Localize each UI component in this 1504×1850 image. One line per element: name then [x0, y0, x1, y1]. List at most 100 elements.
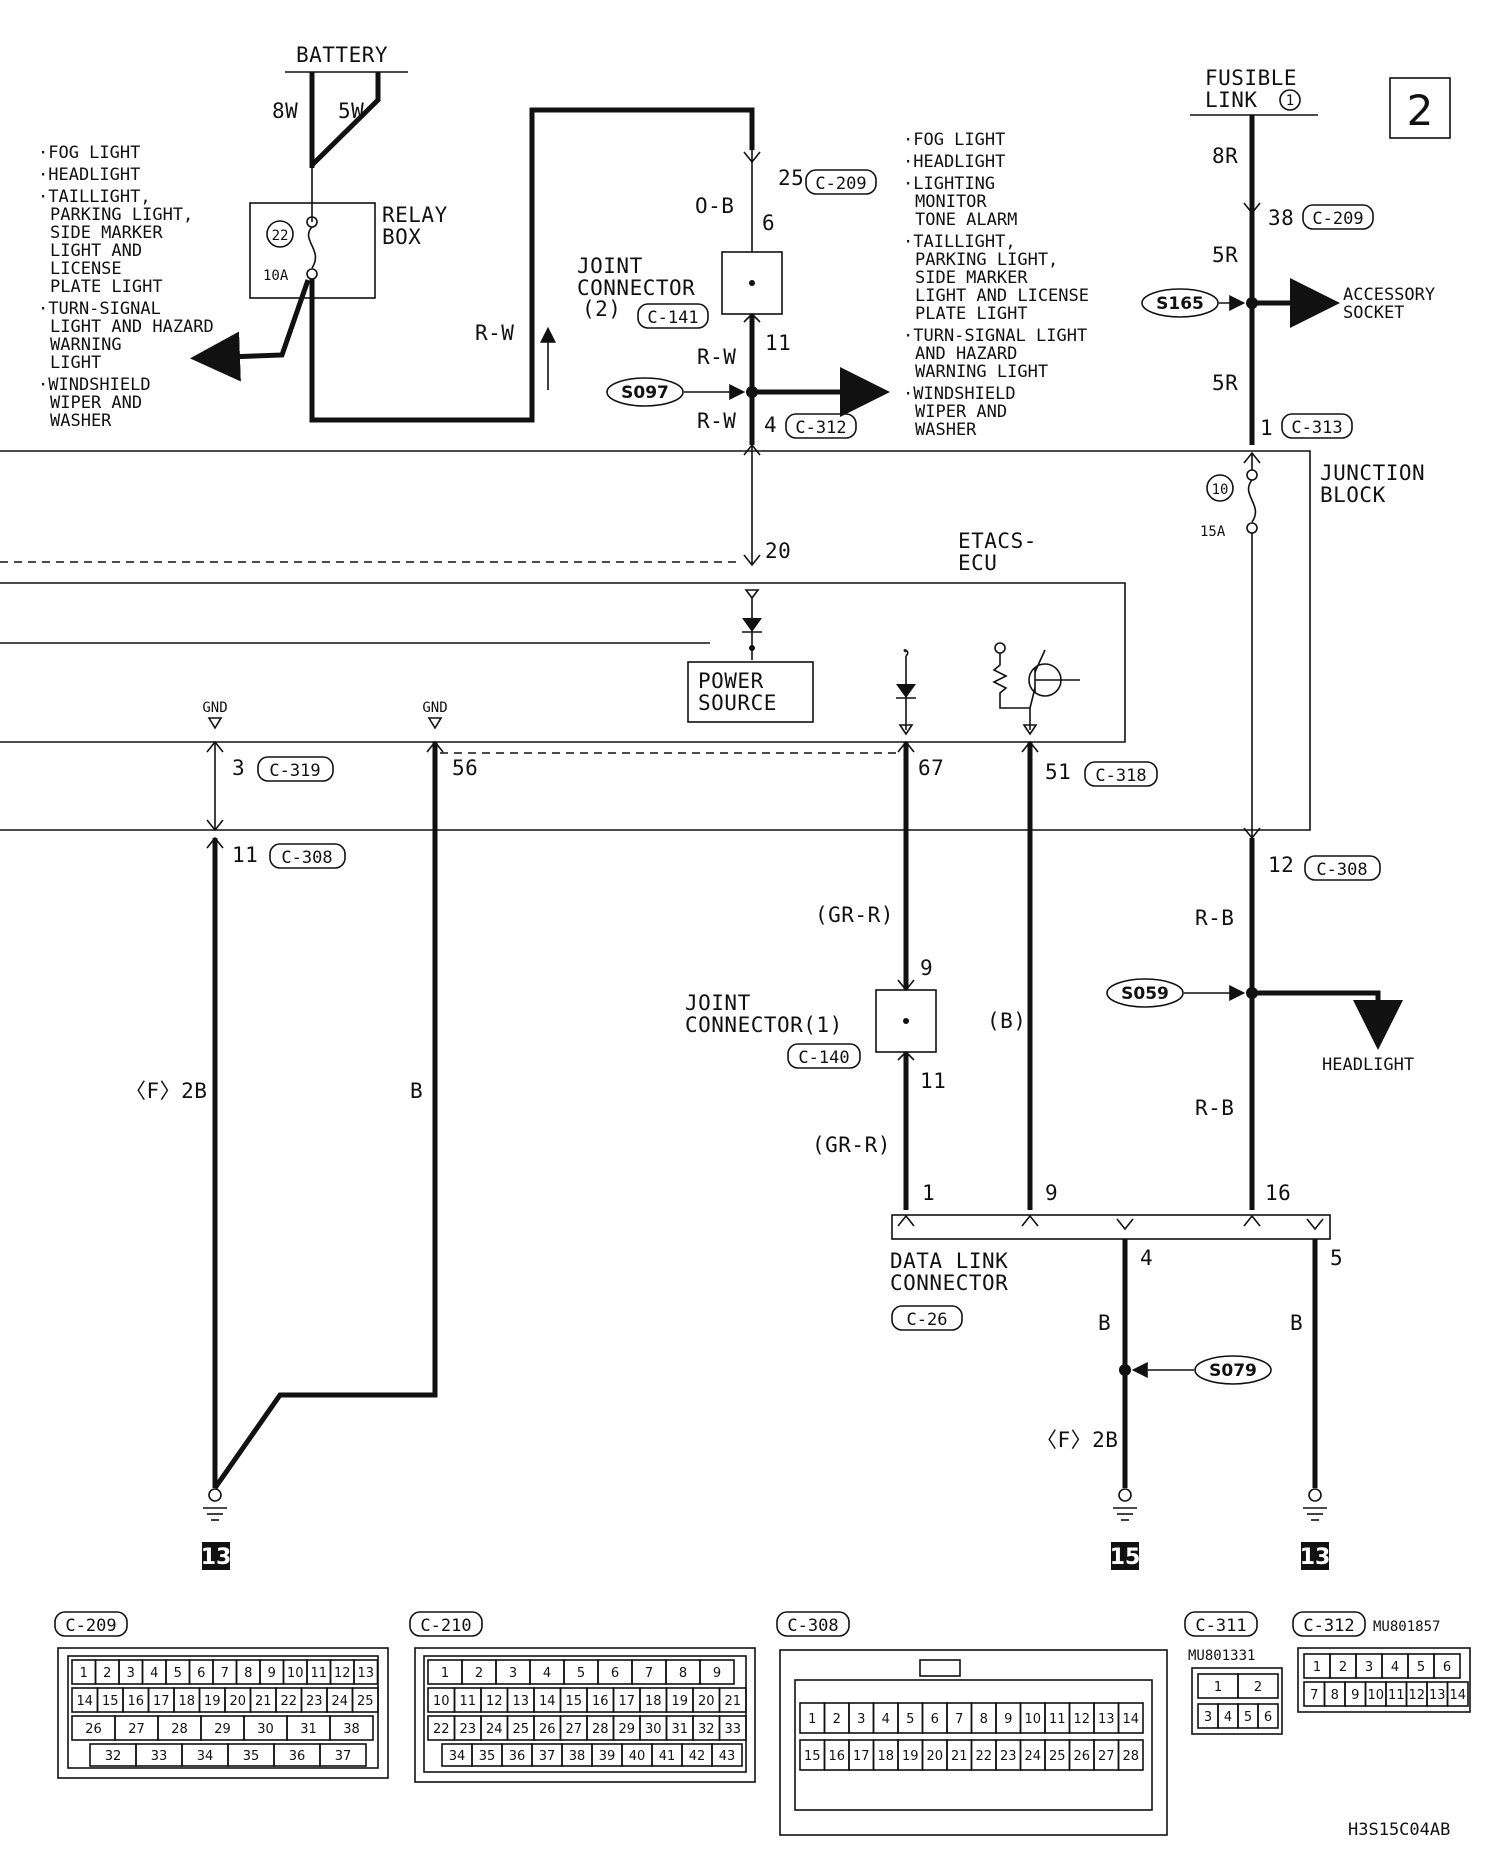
- headlight-label: HEADLIGHT: [1322, 1055, 1414, 1075]
- connector-pin-label: 1: [80, 1666, 88, 1681]
- connector-pin-label: 31: [300, 1722, 317, 1737]
- connector-pin-label: 23: [459, 1722, 476, 1737]
- connector-pin-label: 9: [1004, 1712, 1012, 1727]
- connector-pin-label: 3: [509, 1666, 517, 1681]
- svg-text:·FOG LIGHT: ·FOG LIGHT: [38, 143, 140, 163]
- connector-pin-label: 2: [833, 1712, 841, 1727]
- svg-text:C-319: C-319: [269, 761, 320, 781]
- connector-pin-label: 2: [475, 1666, 483, 1681]
- svg-text:C-308: C-308: [787, 1616, 838, 1636]
- gnd-label-2: GND: [422, 700, 447, 716]
- connector-pin-label: 29: [214, 1722, 231, 1737]
- connector-pin-label: 22: [975, 1749, 992, 1764]
- connector-pin-label: 1: [808, 1712, 816, 1727]
- dlc-pin-9: 9: [1045, 1181, 1058, 1205]
- connector-pin-label: 30: [645, 1722, 662, 1737]
- svg-text:C-210: C-210: [420, 1616, 471, 1636]
- connector-pin-cell: [718, 1687, 747, 1713]
- wire-rb1-label: R-B: [1195, 906, 1234, 930]
- joint2-label-l3: (2): [582, 297, 621, 321]
- svg-text:MONITOR: MONITOR: [915, 192, 987, 212]
- connector-pin-label: 25: [512, 1722, 529, 1737]
- svg-text:C-311: C-311: [1195, 1616, 1246, 1636]
- power-source-box: [687, 661, 814, 723]
- connector-pin-cell: [351, 1687, 379, 1713]
- joint2-label-l1: JOINT: [577, 254, 643, 278]
- wire-rw3-label: R-W: [697, 409, 736, 433]
- wire-5r-label: 5R: [1212, 243, 1238, 267]
- relay-fuse: [307, 226, 317, 269]
- connector-pin-label: 31: [671, 1722, 688, 1737]
- pin-4: 4: [764, 413, 777, 437]
- connector-pin-label: 5: [1244, 1710, 1252, 1725]
- dlc-pin-1: 1: [922, 1181, 935, 1205]
- connector-pin-label: 43: [719, 1749, 736, 1764]
- connector-pin-cell: [718, 1715, 747, 1741]
- connector-pin-label: 32: [698, 1722, 715, 1737]
- junction-block-label-l2: BLOCK: [1320, 483, 1386, 507]
- connector-pin-label: 5: [174, 1666, 182, 1681]
- relay-fuse-number: 22: [272, 228, 289, 244]
- pin-12-c308: 12: [1268, 853, 1294, 877]
- connector-pin-label: 11: [1049, 1712, 1066, 1727]
- svg-text:PARKING LIGHT,: PARKING LIGHT,: [50, 205, 193, 225]
- connector-pin-label: 26: [85, 1722, 102, 1737]
- svg-text:·TURN-SIGNAL: ·TURN-SIGNAL: [38, 299, 161, 319]
- connector-pin-label: 29: [618, 1722, 635, 1737]
- svg-text:C-141: C-141: [647, 308, 698, 328]
- connector-pin-label: 15: [565, 1694, 582, 1709]
- connector-pin-label: 22: [433, 1722, 450, 1737]
- connector-pin-label: 13: [1429, 1688, 1446, 1703]
- ground-13-left: [202, 1542, 230, 1570]
- svg-text:S079: S079: [1209, 1361, 1257, 1381]
- connector-pin-label: 1: [1313, 1660, 1321, 1675]
- connector-pin-label: 4: [150, 1666, 158, 1681]
- figure-code: H3S15C04AB: [1348, 1820, 1450, 1840]
- connector-pin-label: 10: [433, 1694, 450, 1709]
- connector-pin-label: 32: [105, 1749, 122, 1764]
- gnd-label-1: GND: [202, 700, 227, 716]
- c319-tag: [257, 756, 334, 782]
- connector-pin-label: 12: [1073, 1712, 1090, 1727]
- connector-pin-cell: [1237, 1673, 1279, 1699]
- connector-pin-label: 40: [629, 1749, 646, 1764]
- svg-text:13: 13: [201, 1545, 232, 1570]
- battery-label: BATTERY: [296, 43, 388, 67]
- connector-pin-label: 23: [1000, 1749, 1017, 1764]
- dlc-pin-16: 16: [1265, 1181, 1291, 1205]
- wire-grr2-label: (GR-R): [812, 1133, 891, 1157]
- svg-text:10: 10: [1212, 482, 1229, 498]
- svg-text:·TAILLIGHT,: ·TAILLIGHT,: [903, 232, 1016, 252]
- connector-pin-label: 26: [539, 1722, 556, 1737]
- connector-pin-label: 10: [1024, 1712, 1041, 1727]
- connector-pin-label: 24: [331, 1694, 348, 1709]
- connector-pin-label: 20: [229, 1694, 246, 1709]
- wire-to-left-loads: [190, 279, 311, 382]
- connector-pin-label: 34: [449, 1749, 466, 1764]
- connector-pin-label: 13: [357, 1666, 374, 1681]
- connector-pin-label: 10: [1367, 1688, 1384, 1703]
- dlc-label-l2: CONNECTOR: [890, 1271, 1008, 1295]
- wire-ob-label: O-B: [695, 194, 734, 218]
- svg-text:SIDE MARKER: SIDE MARKER: [915, 268, 1028, 288]
- connector-pin-cell: [319, 1743, 367, 1767]
- svg-text:C-26: C-26: [907, 1310, 948, 1330]
- connector-pin-label: 28: [1122, 1749, 1139, 1764]
- connector-pin-label: 30: [257, 1722, 274, 1737]
- pin-51: 51: [1045, 760, 1071, 784]
- c140-tag: [787, 1043, 861, 1069]
- svg-text:C-308: C-308: [1316, 860, 1367, 880]
- jb-fuse: [1247, 479, 1257, 523]
- svg-text:AND HAZARD: AND HAZARD: [915, 344, 1017, 364]
- pin-9-joint: 9: [920, 956, 933, 980]
- wire-f2b2-label: 〈F〉2B: [1036, 1428, 1118, 1452]
- connector-pin-label: 19: [671, 1694, 688, 1709]
- connector-pin-label: 23: [306, 1694, 323, 1709]
- svg-text:LIGHT AND HAZARD: LIGHT AND HAZARD: [50, 317, 214, 337]
- svg-text:C-140: C-140: [798, 1048, 849, 1068]
- connector-pin-label: 11: [1388, 1688, 1405, 1703]
- pin-25: 25: [778, 166, 804, 190]
- ground-15: [1111, 1542, 1139, 1570]
- pin-11-joint: 11: [920, 1069, 946, 1093]
